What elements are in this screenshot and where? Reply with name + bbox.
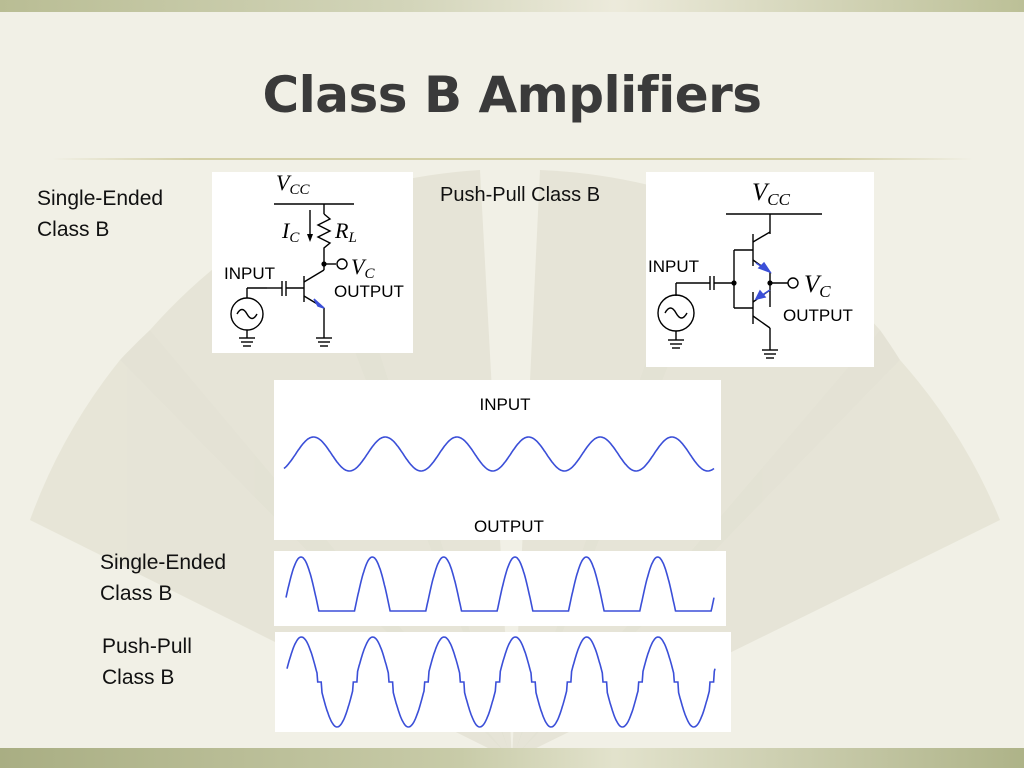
full-wave-output (286, 636, 716, 728)
push-pull-circuit-panel: VCC VC INPUT OUTPUT (646, 172, 874, 367)
title-divider (52, 158, 973, 160)
output-label: OUTPUT (334, 282, 404, 301)
input-label: INPUT (224, 264, 275, 283)
ic-label: IC (281, 218, 300, 246)
push-pull-circuit-diagram: VCC VC INPUT OUTPUT (648, 179, 853, 359)
push-pull-output-panel (275, 632, 731, 732)
input-label: INPUT (648, 257, 699, 276)
single-ended-circuit-panel: VCC IC RL VC INPUT OUTPUT (212, 172, 413, 353)
bottom-decorative-band (0, 748, 1024, 768)
input-waveform-plot: INPUT OUTPUT (283, 395, 715, 536)
single-ended-output-panel (274, 551, 726, 626)
waveform-input-label: INPUT (480, 395, 531, 414)
single-ended-circuit-diagram: VCC IC RL VC INPUT OUTPUT (224, 172, 404, 347)
vcc-label: VCC (276, 172, 310, 198)
input-sine-wave (283, 436, 715, 472)
input-waveform-panel: INPUT OUTPUT (274, 380, 721, 540)
push-pull-output-plot (286, 636, 716, 728)
single-ended-output-plot (285, 556, 715, 612)
top-decorative-band (0, 0, 1024, 12)
half-wave-output (285, 556, 715, 612)
push-pull-output-label: Push-Pull Class B (102, 635, 192, 689)
push-pull-class-b-label: Push-Pull Class B (440, 184, 601, 206)
single-ended-class-b-label: Single-Ended Class B (37, 187, 164, 241)
vc-label: VC (351, 254, 375, 282)
output-label: OUTPUT (783, 306, 853, 325)
vcc-label: VCC (752, 179, 791, 209)
slide-title: Class B Amplifiers (262, 66, 762, 124)
vc-label: VC (804, 271, 831, 301)
waveform-output-label: OUTPUT (474, 517, 544, 536)
single-ended-output-label: Single-Ended Class B (100, 551, 227, 605)
rl-label: RL (334, 218, 357, 246)
